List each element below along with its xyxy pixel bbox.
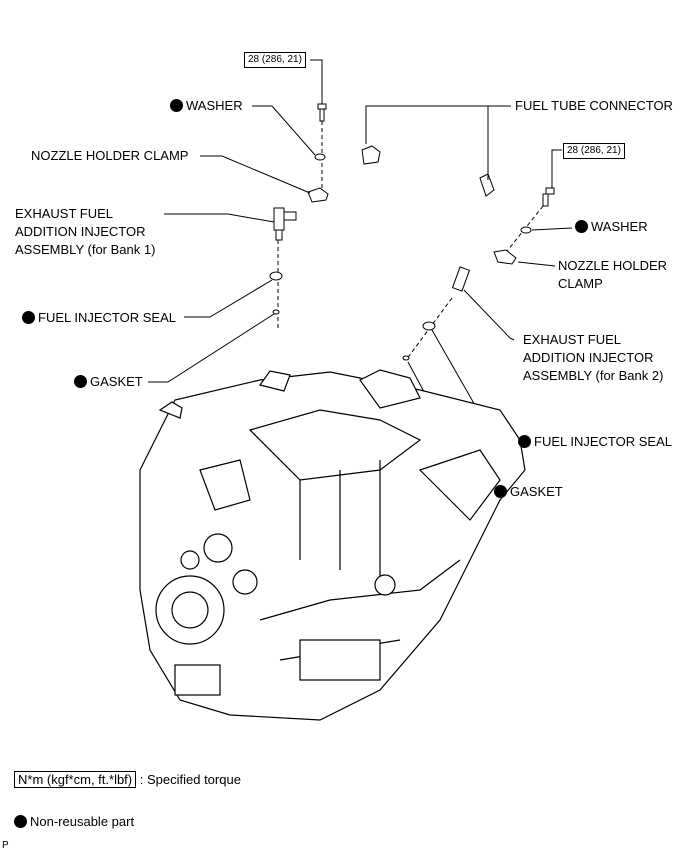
gasket-right-text: GASKET: [510, 484, 563, 499]
label-nozzle-holder-clamp-left: NOZZLE HOLDER CLAMP: [31, 148, 189, 163]
legend-torque-unit: N*m (kgf*cm, ft.*lbf): [14, 771, 137, 788]
label-exhaust-injector-bank2: EXHAUST FUEL ADDITION INJECTOR ASSEMBLY …: [523, 332, 664, 383]
fuel-injector-seal-right-icon: [422, 321, 436, 331]
gasket-left-icon: [272, 309, 280, 315]
label-gasket-right: GASKET: [494, 483, 563, 501]
washer-right-text: WASHER: [591, 219, 648, 234]
washer-left-text: WASHER: [186, 98, 243, 113]
label-exhaust-injector-bank1: EXHAUST FUEL ADDITION INJECTOR ASSEMBLY …: [15, 206, 156, 257]
gasket-left-text: GASKET: [90, 374, 143, 389]
nonreusable-dot-icon: [518, 435, 531, 448]
nonreusable-dot-icon: [494, 485, 507, 498]
torque-leader-left: [310, 59, 323, 104]
label-gasket-left: GASKET: [74, 373, 143, 391]
legend-torque: N*m (kgf*cm, ft.*lbf) : Specified torque: [14, 771, 241, 789]
fuel-injector-seal-left-icon: [269, 271, 283, 281]
nozzle-holder-clamp-right-icon: [493, 249, 517, 265]
label-washer-left: WASHER: [170, 97, 243, 115]
nonreusable-dot-icon: [22, 311, 35, 324]
label-fuel-tube-connector: FUEL TUBE CONNECTOR: [515, 98, 673, 113]
nonreusable-dot-icon: [575, 220, 588, 233]
label-fuel-injector-seal-left: FUEL INJECTOR SEAL: [22, 309, 176, 327]
fuel-injector-seal-left-text: FUEL INJECTOR SEAL: [38, 310, 176, 325]
torque-spec-left: 28 (286, 21): [244, 52, 306, 68]
legend-nonreusable: Non-reusable part: [14, 813, 134, 831]
injector-bank2-icon: [451, 266, 471, 292]
nozzle-holder-clamp-left-icon: [307, 187, 329, 203]
nonreusable-dot-icon: [170, 99, 183, 112]
fuel-tube-connector-icon: [361, 145, 495, 197]
bolt-left-icon: [317, 103, 327, 122]
legend-torque-desc: : Specified torque: [139, 772, 241, 787]
bolt-right-icon: [542, 187, 555, 207]
corner-mark: P: [2, 840, 9, 851]
washer-right-icon: [520, 226, 532, 234]
engine-illustration: [139, 369, 526, 721]
label-washer-right: WASHER: [575, 218, 648, 236]
washer-left-icon: [314, 153, 326, 161]
legend-nonreusable-desc: Non-reusable part: [30, 814, 135, 829]
gasket-right-icon: [402, 355, 410, 361]
label-nozzle-holder-clamp-right: NOZZLE HOLDER CLAMP: [558, 258, 668, 291]
label-fuel-injector-seal-right: FUEL INJECTOR SEAL: [518, 433, 672, 451]
nonreusable-dot-icon: [74, 375, 87, 388]
torque-spec-right: 28 (286, 21): [563, 143, 625, 159]
nonreusable-dot-icon: [14, 815, 27, 828]
fuel-injector-seal-right-text: FUEL INJECTOR SEAL: [534, 434, 672, 449]
injector-bank1-icon: [273, 207, 297, 241]
